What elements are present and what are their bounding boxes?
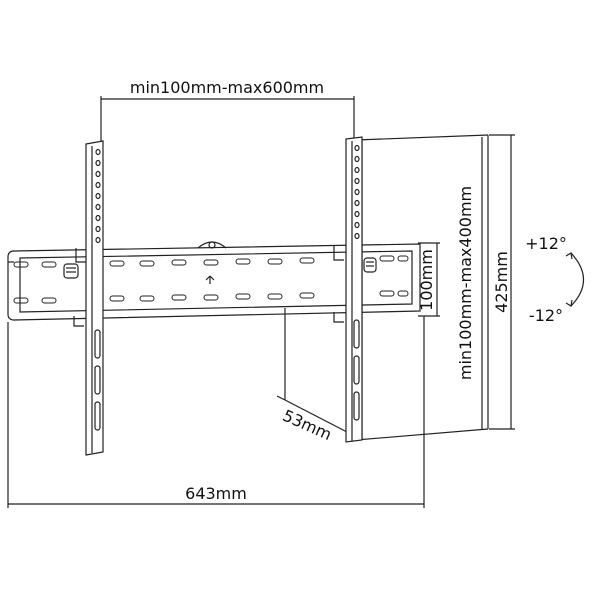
depth-dimension (276, 308, 348, 433)
vertical-vesa-label: min100mm-max400mm (456, 186, 475, 380)
rail-height-dimension (418, 242, 440, 317)
horizontal-vesa-label: min100mm-max600mm (130, 78, 324, 97)
tilt-up-label: +12° (525, 234, 567, 253)
left-knob (63, 248, 86, 327)
total-height-dimension (489, 134, 515, 430)
level-indicator (197, 241, 227, 284)
right-vertical-arm (345, 136, 363, 443)
wall-rail (7, 243, 421, 321)
rail-height-label: 100mm (417, 249, 436, 311)
tilt-arc (565, 252, 584, 307)
total-height-label: 425mm (492, 251, 511, 313)
tilt-down-label: -12° (529, 306, 563, 325)
left-vertical-arm (85, 140, 104, 456)
right-knob (333, 246, 377, 323)
rail-slots (13, 255, 409, 304)
horizontal-vesa-dimension (100, 96, 355, 142)
total-width-dimension (7, 316, 425, 508)
total-width-label: 643mm (185, 484, 247, 503)
